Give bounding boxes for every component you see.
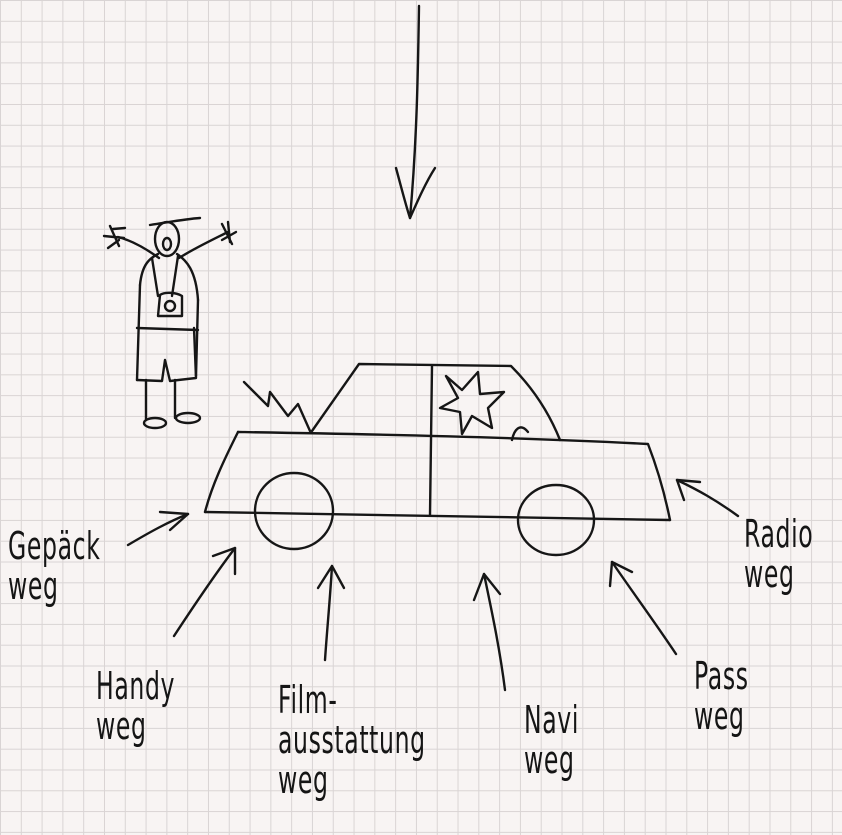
arrow-camera-gear [318, 566, 344, 660]
label-camera-gear: Film- ausstattung weg [278, 680, 426, 800]
arrow-down-top [396, 6, 435, 218]
label-navi: Navi weg [524, 700, 579, 780]
arrow-radio [677, 480, 738, 516]
tourist-figure [104, 218, 236, 428]
arrow-passport [610, 562, 676, 654]
arrow-navi [474, 574, 505, 690]
label-radio: Radio weg [744, 514, 813, 594]
arrow-phone [174, 548, 235, 636]
arrow-luggage [128, 512, 188, 545]
label-phone: Handy weg [96, 666, 175, 746]
front-wheel [255, 473, 333, 549]
rear-wheel [518, 485, 594, 555]
label-luggage: Gepäck weg [8, 526, 100, 606]
label-passport: Pass weg [694, 656, 749, 736]
broken-window-icon [440, 372, 504, 434]
car-drawing [205, 364, 670, 555]
